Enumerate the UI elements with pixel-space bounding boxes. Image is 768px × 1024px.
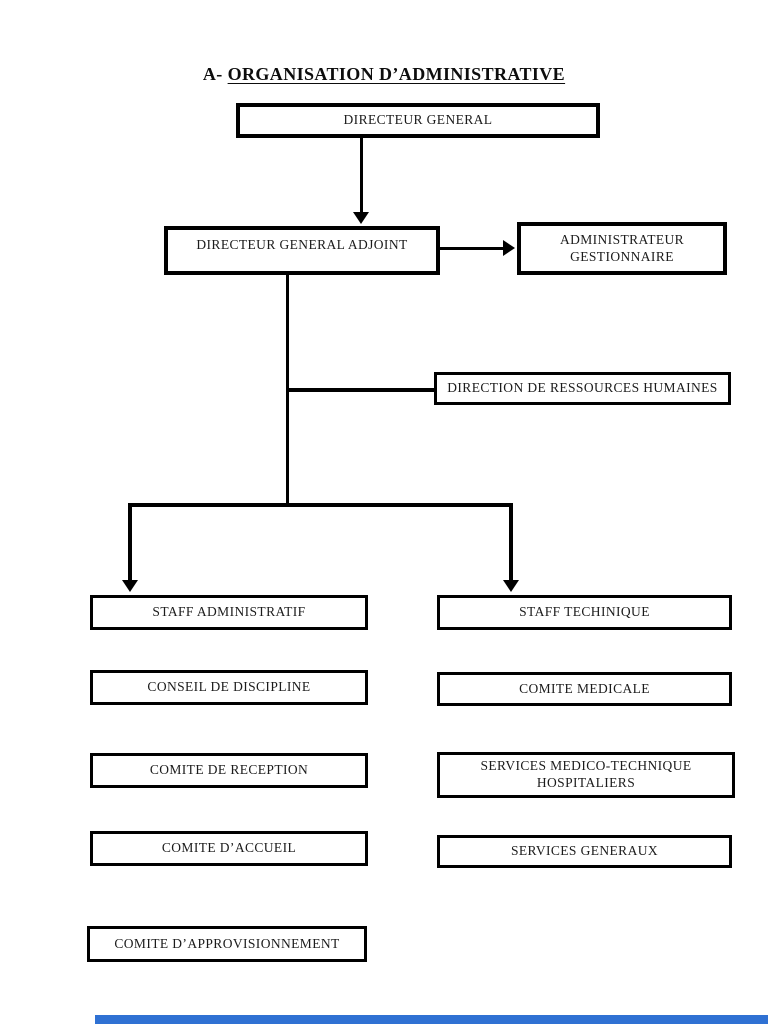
page-title: A- ORGANISATION D’ADMINISTRATIVE [0,64,768,85]
connector-dg-to-dga [360,137,363,214]
node-comite-medicale: COMITE MEDICALE [437,672,732,706]
node-services-medico-technique-hospitaliers: SERVICES MEDICO-TECHNIQUE HOSPITALIERS [437,752,735,798]
arrowhead-right-administrateur-icon [503,240,515,256]
node-comite-dapprovisionnement: COMITE D’APPROVISIONNEMENT [87,926,367,962]
node-label: CONSEIL DE DISCIPLINE [147,679,311,695]
next-page-edge [95,1015,768,1024]
connector-branch-bar [128,503,513,507]
connector-drop-staff-administratif [128,503,132,582]
node-label: COMITE MEDICALE [519,680,650,696]
node-directeur-general-adjoint: DIRECTEUR GENERAL ADJOINT [164,226,440,275]
connector-drop-staff-techinique [509,503,513,582]
node-directeur-general: DIRECTEUR GENERAL [236,103,600,138]
node-label: SERVICES GENERAUX [510,843,659,859]
connector-spine-to-drh [286,388,434,392]
page-title-prefix: A- [202,64,228,84]
node-label-line2: GESTIONNAIRE [570,248,674,264]
node-label: DIRECTEUR GENERAL [343,112,493,128]
node-label-line2: HOSPITALIERS [536,775,636,790]
node-label: DIRECTEUR GENERAL ADJOINT [196,237,408,252]
node-label: COMITE D’ACCUEIL [161,840,297,856]
node-label-line1: SERVICES MEDICO-TECHNIQUE [480,758,692,774]
page-title-main: ORGANISATION D’ADMINISTRATIVE [227,64,566,84]
node-staff-administratif: STAFF ADMINISTRATIF [90,595,368,630]
node-staff-techinique: STAFF TECHINIQUE [437,595,732,630]
node-label: STAFF ADMINISTRATIF [152,604,306,620]
arrowhead-down-staff-techinique-icon [503,580,519,592]
arrowhead-down-staff-administratif-icon [122,580,138,592]
node-direction-ressources-humaines: DIRECTION DE RESSOURCES HUMAINES [434,372,731,405]
node-administrateur-gestionnaire: ADMINISTRATEUR GESTIONNAIRE [517,222,727,275]
node-comite-de-reception: COMITE DE RECEPTION [90,753,368,788]
node-services-generaux: SERVICES GENERAUX [437,835,732,868]
arrowhead-down-dga-icon [353,212,369,224]
node-label: STAFF TECHINIQUE [519,604,650,620]
node-comite-daccueil: COMITE D’ACCUEIL [90,831,368,866]
node-label: COMITE D’APPROVISIONNEMENT [114,935,340,951]
node-label: COMITE DE RECEPTION [149,762,309,778]
connector-dga-to-administrateur [440,247,504,250]
node-label-line1: ADMINISTRATEUR [559,231,685,247]
node-label: DIRECTION DE RESSOURCES HUMAINES [447,380,718,396]
node-conseil-de-discipline: CONSEIL DE DISCIPLINE [90,670,368,705]
